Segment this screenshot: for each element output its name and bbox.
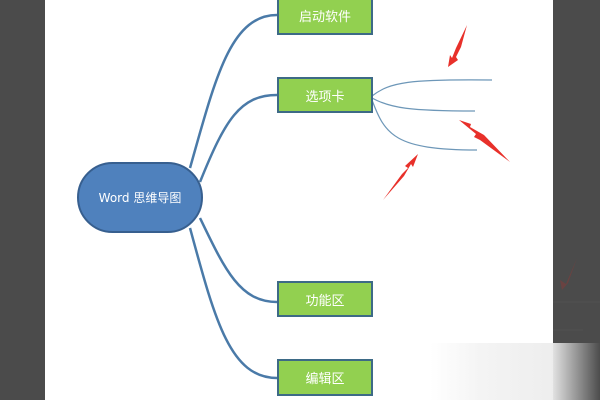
branch-label: 功能区 <box>305 293 345 309</box>
central-node[interactable]: Word 思维导图 <box>77 162 203 233</box>
connector-ribbon <box>198 217 278 304</box>
arrow-icon <box>383 154 418 200</box>
arrow-icon <box>459 120 510 162</box>
sub-branch-1 <box>371 79 493 97</box>
branch-label: 选项卡 <box>305 89 345 105</box>
connector-start <box>188 13 278 169</box>
sub-branch-3 <box>371 99 478 151</box>
connector-tabs <box>198 93 278 183</box>
branch-label: 编辑区 <box>305 372 345 387</box>
watermark-overlay <box>430 343 600 400</box>
branch-edit-area[interactable]: 编辑区 <box>277 359 373 396</box>
branch-tabs[interactable]: 选项卡 <box>277 77 373 113</box>
central-node-label: Word 思维导图 <box>98 191 182 205</box>
connector-edit <box>188 227 278 380</box>
arrow-icon <box>560 258 577 290</box>
branch-label: 启动软件 <box>298 10 351 25</box>
branch-start-software[interactable]: 启动软件 <box>277 0 373 35</box>
branch-ribbon[interactable]: 功能区 <box>277 281 373 317</box>
sub-branch-2 <box>371 97 476 112</box>
arrow-icon <box>448 25 467 67</box>
